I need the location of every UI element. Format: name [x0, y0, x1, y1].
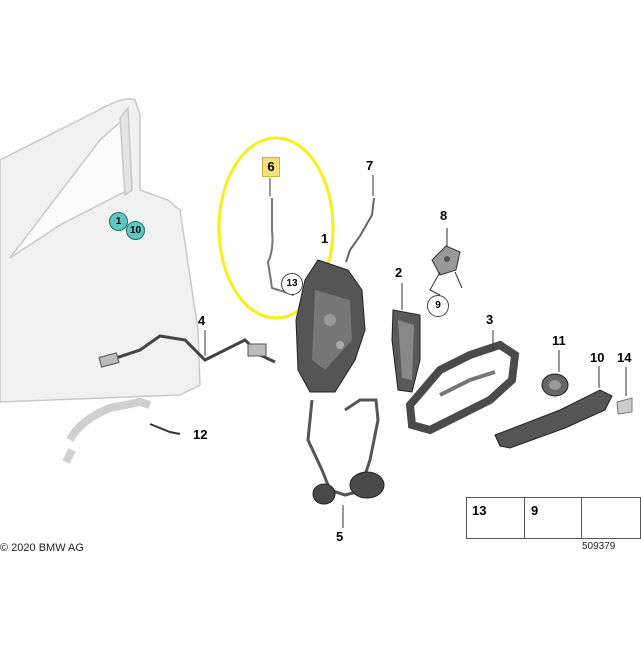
diagram-reference-number: 509379: [582, 541, 616, 552]
part-label-4[interactable]: 4: [198, 313, 206, 328]
legend-cell-9[interactable]: 9: [524, 498, 582, 538]
outer-handle-item-12: [62, 397, 152, 464]
fastener-legend: 13 9: [466, 497, 641, 539]
legend-cell-13[interactable]: 13: [467, 498, 525, 538]
lock-cylinder-item-11: [541, 373, 569, 397]
part-label-7[interactable]: 7: [366, 158, 374, 173]
part-label-6[interactable]: 6: [262, 157, 280, 177]
copyright-text: © 2020 BMW AG: [0, 542, 84, 554]
highlight-ellipse: [217, 136, 335, 320]
part-label-9[interactable]: 9: [427, 295, 449, 317]
rod-item-7: [345, 197, 375, 263]
part-label-11[interactable]: 11: [552, 333, 566, 348]
part-label-13[interactable]: 13: [281, 273, 303, 295]
door-callout-1[interactable]: 1: [109, 212, 128, 231]
part-label-14[interactable]: 14: [617, 350, 632, 365]
legend-label-13: 13: [472, 503, 487, 518]
part-label-2[interactable]: 2: [395, 265, 403, 280]
cap-item-14: [616, 397, 633, 415]
part-label-1[interactable]: 1: [321, 231, 329, 246]
door-lock-body: [295, 259, 366, 393]
handle-item-10: [494, 389, 613, 449]
bracket-item-8: [431, 245, 461, 276]
part-label-12[interactable]: 12: [193, 427, 208, 442]
frame-item-3: [405, 340, 520, 435]
legend-label-9: 9: [531, 503, 539, 518]
part-label-3[interactable]: 3: [486, 312, 494, 327]
part-label-8[interactable]: 8: [440, 208, 448, 223]
door-callout-10[interactable]: 10: [126, 221, 145, 240]
cable-item-5: [306, 398, 380, 497]
rod-item-6: [266, 198, 295, 296]
carrier-item-2: [391, 309, 421, 393]
part-label-5[interactable]: 5: [336, 529, 344, 544]
legend-cell-direction: [581, 498, 639, 538]
door-outline: [0, 98, 201, 403]
part-label-10[interactable]: 10: [590, 350, 605, 365]
